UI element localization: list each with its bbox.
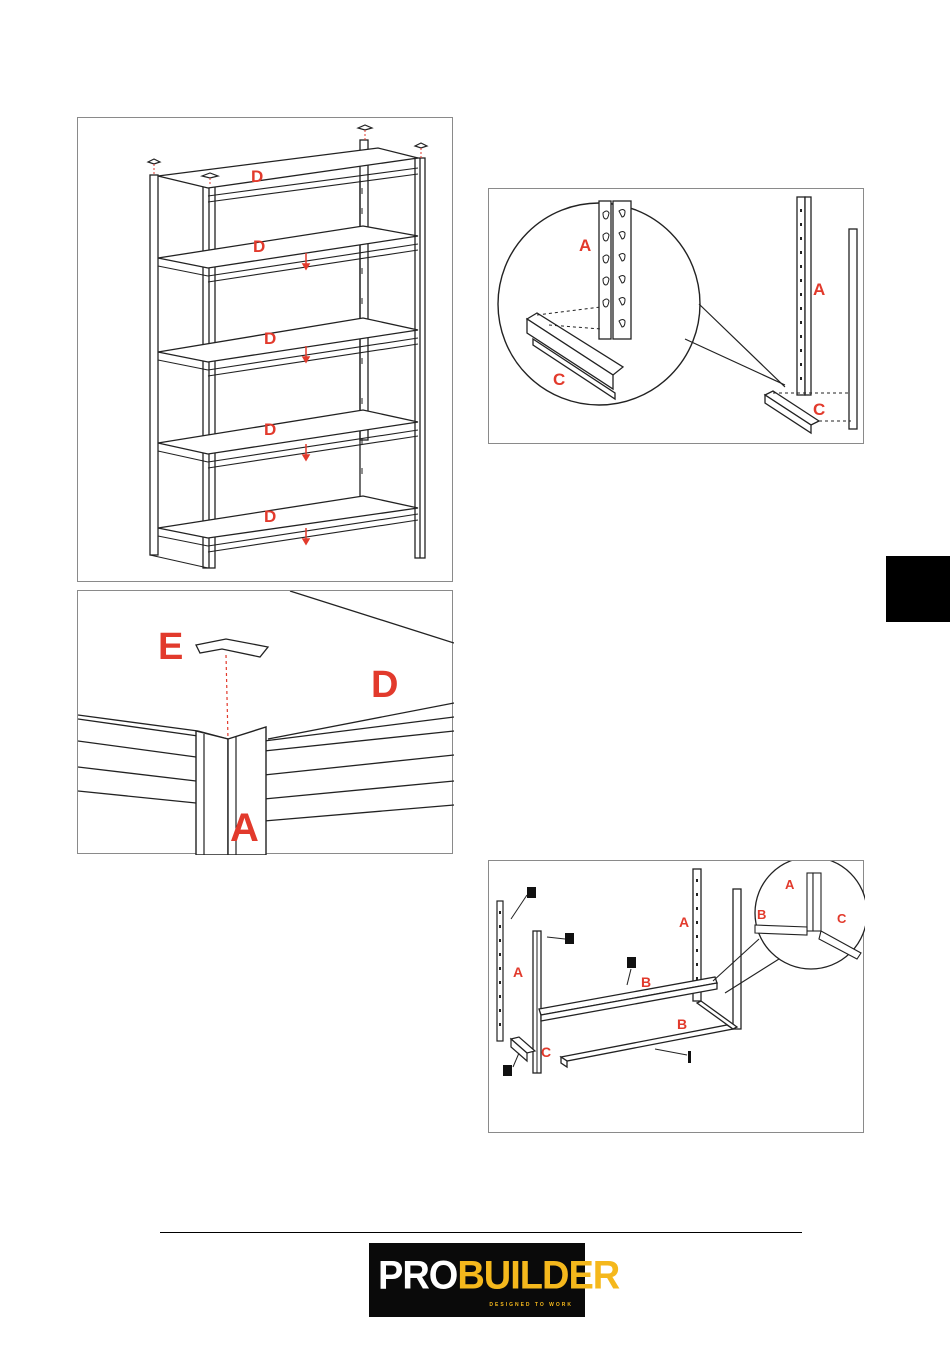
shelf-label-1: D — [251, 167, 263, 186]
figure-corner-cap: E D A — [77, 590, 453, 854]
assembled-shelf-drawing: D D D D D — [78, 118, 454, 583]
figure-upright-connector: A C A C — [488, 188, 864, 444]
main-label-c: C — [813, 400, 825, 419]
beam-label-b-bottom: B — [677, 1016, 687, 1032]
frame-assembly-drawing: A A B B C A B C — [489, 861, 865, 1134]
section-tab — [886, 556, 950, 622]
detail-label-c: C — [837, 911, 847, 926]
cap-label-e: E — [158, 626, 183, 668]
shelf-label-2: D — [253, 237, 265, 256]
detail-label-a: A — [579, 236, 591, 255]
connector-label-c: C — [541, 1044, 551, 1060]
shelf-label-5: D — [264, 507, 276, 526]
main-label-a: A — [813, 280, 825, 299]
shelf-label-4: D — [264, 420, 276, 439]
upright-label-a: A — [230, 806, 259, 850]
corner-cap-drawing: E D A — [78, 591, 454, 855]
logo-pro: PRO — [378, 1254, 457, 1298]
probuilder-logo: PROBUILDER DESIGNED TO WORK — [369, 1243, 585, 1317]
logo-builder: BUILDER — [457, 1254, 619, 1298]
detail-label-a: A — [785, 877, 795, 892]
figure-assembled-shelf: D D D D D — [77, 117, 453, 582]
upright-connector-drawing: A C A C — [489, 189, 865, 445]
shelf-label-d: D — [371, 664, 398, 706]
beam-label-b-top: B — [641, 974, 651, 990]
upright-label-a-left: A — [513, 964, 523, 980]
shelf-label-3: D — [264, 329, 276, 348]
logo-tagline: DESIGNED TO WORK — [489, 1302, 573, 1308]
detail-label-b: B — [757, 907, 766, 922]
footer-rule — [160, 1232, 802, 1233]
detail-label-c: C — [553, 370, 565, 389]
upright-label-a-right: A — [679, 914, 689, 930]
logo-wordmark: PROBUILDER — [378, 1250, 619, 1303]
figure-frame-assembly: A A B B C A B C — [488, 860, 864, 1133]
